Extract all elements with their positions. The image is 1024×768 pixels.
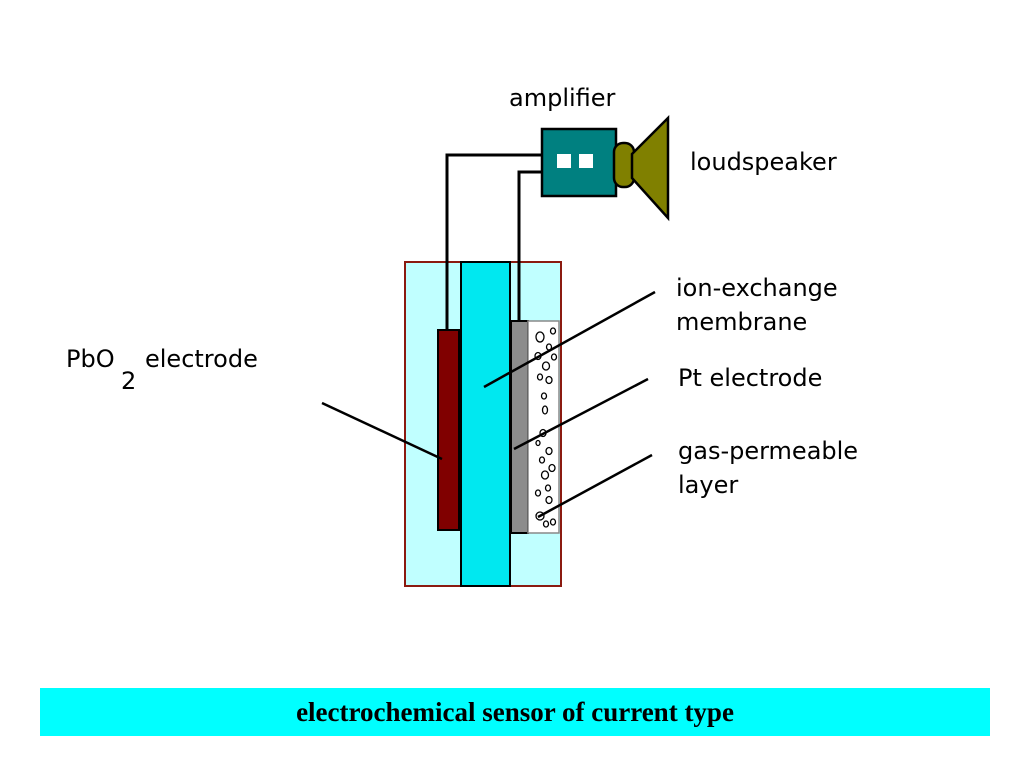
amplifier-box (540, 127, 618, 198)
ion-exchange-membrane (460, 261, 511, 587)
leader-line-pt-electrode (513, 377, 649, 451)
pbo2-label-prefix: PbO (66, 345, 115, 373)
loudspeaker-label: loudspeaker (690, 148, 837, 176)
amplifier-indicator-left (557, 154, 571, 168)
caption-bar: electrochemical sensor of current type (40, 688, 990, 736)
pbo2-label-suffix: electrode (145, 345, 258, 373)
membrane-label-line2: membrane (676, 308, 807, 336)
leader-line-membrane (483, 290, 656, 389)
leader-line-gas-layer (537, 453, 653, 519)
wire-pbo2-to-amplifier (445, 153, 543, 330)
diagram-caption: electrochemical sensor of current type (296, 696, 734, 727)
wire-pt-to-amplifier (517, 170, 543, 321)
pbo2-label-subscript: 2 (121, 367, 136, 395)
gas-layer-label-line1: gas-permeable (678, 437, 858, 465)
amplifier-label: amplifier (509, 84, 616, 112)
pt-electrode (510, 320, 529, 534)
membrane-label-line1: ion-exchange (676, 274, 838, 302)
pt-electrode-label: Pt electrode (678, 364, 822, 392)
loudspeaker-cone (630, 114, 670, 222)
leader-line-pbo2 (321, 401, 443, 461)
gas-layer-label-line2: layer (678, 471, 738, 499)
amplifier-indicator-right (579, 154, 593, 168)
pbo2-electrode (437, 329, 460, 531)
